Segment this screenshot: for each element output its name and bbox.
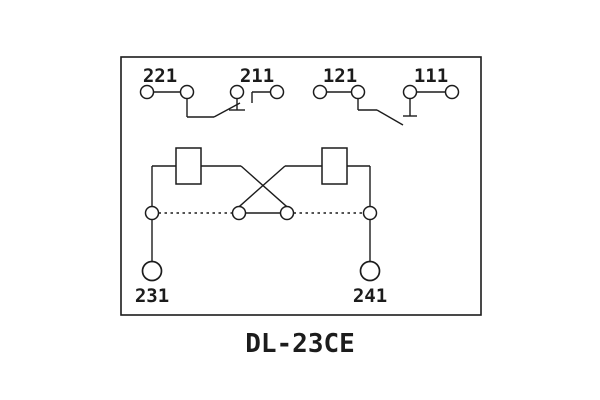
terminal-label-111: 111 — [414, 65, 448, 87]
terminal-label-231: 231 — [135, 285, 169, 307]
terminal-node — [179, 84, 195, 100]
terminal-node — [444, 84, 460, 100]
contact-blade — [213, 102, 241, 118]
coil-network — [141, 147, 381, 282]
terminal-node — [231, 205, 247, 221]
terminal-node — [350, 84, 366, 100]
coil-left — [175, 147, 202, 185]
terminal-label-241: 241 — [353, 285, 387, 307]
terminal-231-node — [141, 260, 163, 282]
model-caption: DL-23CE — [245, 329, 355, 359]
contact-group-121-111 — [312, 84, 460, 126]
terminal-node — [229, 84, 245, 100]
terminal-node — [144, 205, 160, 221]
cross-wire — [238, 165, 286, 208]
terminal-node — [269, 84, 285, 100]
terminal-node — [279, 205, 295, 221]
terminal-node — [362, 205, 378, 221]
terminal-node — [139, 84, 155, 100]
terminal-label-221: 221 — [143, 65, 177, 87]
terminal-label-211: 211 — [240, 65, 274, 87]
contact-blade — [376, 109, 404, 126]
coil-right — [321, 147, 348, 185]
diagram-border — [120, 56, 482, 316]
terminal-241-node — [359, 260, 381, 282]
terminal-node — [312, 84, 328, 100]
terminal-label-121: 121 — [323, 65, 357, 87]
contact-group-221-211 — [139, 84, 285, 118]
cross-wire — [240, 165, 288, 208]
terminal-node — [402, 84, 418, 100]
